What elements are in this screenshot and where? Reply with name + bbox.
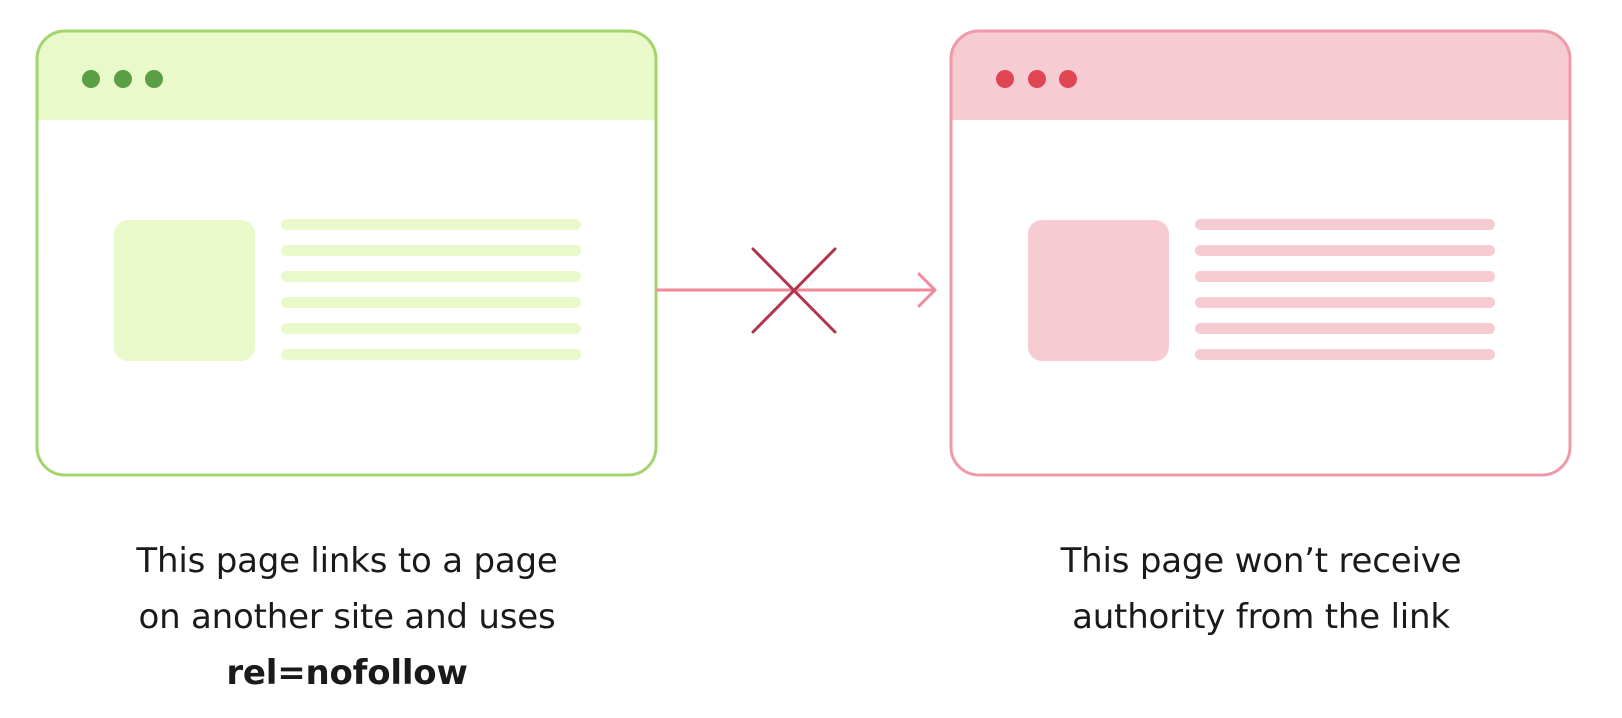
window-dots-icon: [82, 70, 163, 88]
text-line: [281, 349, 581, 360]
window-dot: [114, 70, 132, 88]
text-line: [1195, 297, 1495, 308]
window-dot: [145, 70, 163, 88]
source-window-header: [37, 31, 656, 120]
text-line: [281, 271, 581, 282]
cross-icon: [751, 247, 837, 334]
source-caption-line-2: on another site and uses: [138, 597, 556, 637]
target-window-frame: [949, 29, 1572, 477]
source-browser-window: [35, 29, 658, 477]
text-line: [1195, 245, 1495, 256]
link-arrow-head: [917, 272, 937, 308]
target-caption-line-1: This page won’t receive: [1060, 541, 1462, 581]
text-line: [1195, 323, 1495, 334]
text-line: [281, 219, 581, 230]
window-dot: [82, 70, 100, 88]
source-window-frame: [35, 29, 658, 477]
target-text-lines: [1195, 219, 1495, 360]
target-image-block: [1028, 220, 1169, 361]
text-line: [281, 323, 581, 334]
target-browser-window: [949, 29, 1572, 477]
text-line: [281, 297, 581, 308]
target-window-header: [951, 31, 1570, 120]
window-dot: [996, 70, 1014, 88]
source-caption-line-3: rel=nofollow: [226, 653, 468, 693]
source-image-block: [114, 220, 255, 361]
target-caption: This page won’t receive authority from t…: [981, 533, 1541, 645]
window-dot: [1028, 70, 1046, 88]
text-line: [1195, 271, 1495, 282]
cross-stroke: [751, 247, 837, 334]
window-dots-icon: [996, 70, 1077, 88]
source-caption: This page links to a page on another sit…: [67, 533, 627, 701]
source-text-lines: [281, 219, 581, 360]
target-caption-line-2: authority from the link: [1072, 597, 1450, 637]
source-caption-line-1: This page links to a page: [136, 541, 558, 581]
text-line: [1195, 349, 1495, 360]
text-line: [281, 245, 581, 256]
text-line: [1195, 219, 1495, 230]
window-dot: [1059, 70, 1077, 88]
